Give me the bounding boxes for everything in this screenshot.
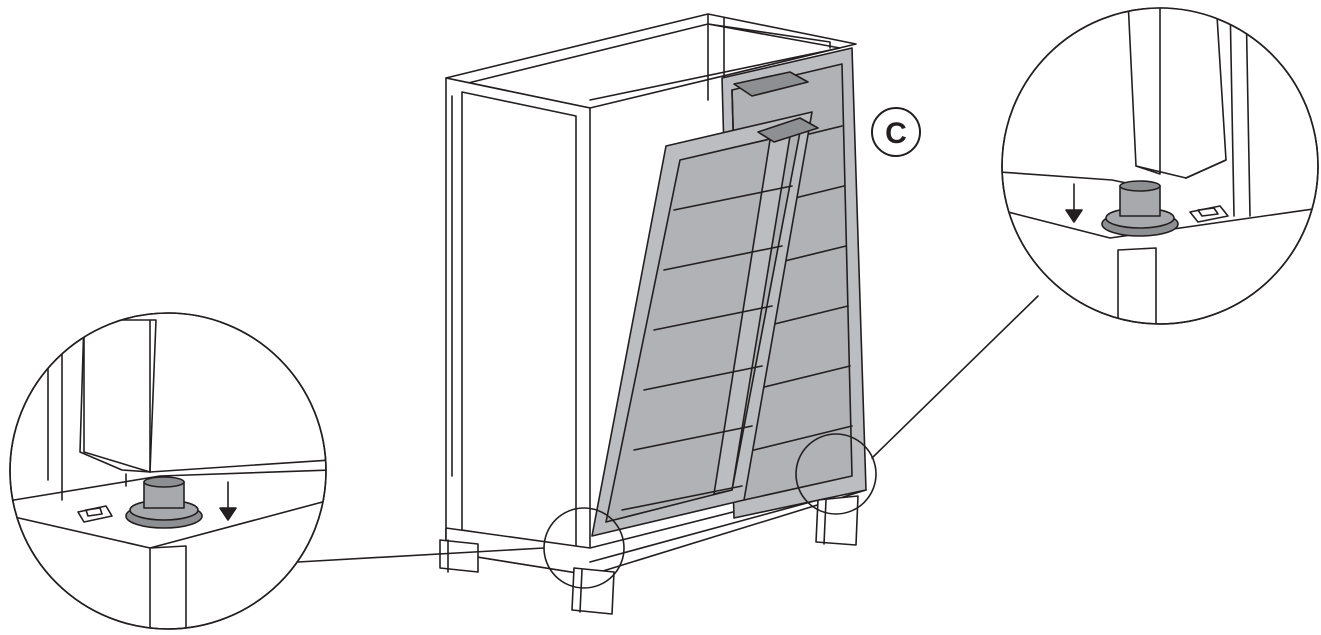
left-leader-line xyxy=(297,547,545,563)
step-label-text: C xyxy=(885,117,907,150)
right-hinge-detail xyxy=(1001,7,1319,325)
step-label: C xyxy=(871,107,921,157)
right-hinge-highlight xyxy=(795,433,877,515)
cabinet-legs xyxy=(439,495,859,615)
left-door xyxy=(591,111,819,537)
left-hinge-detail xyxy=(9,312,327,630)
right-leader-line xyxy=(871,295,1039,459)
